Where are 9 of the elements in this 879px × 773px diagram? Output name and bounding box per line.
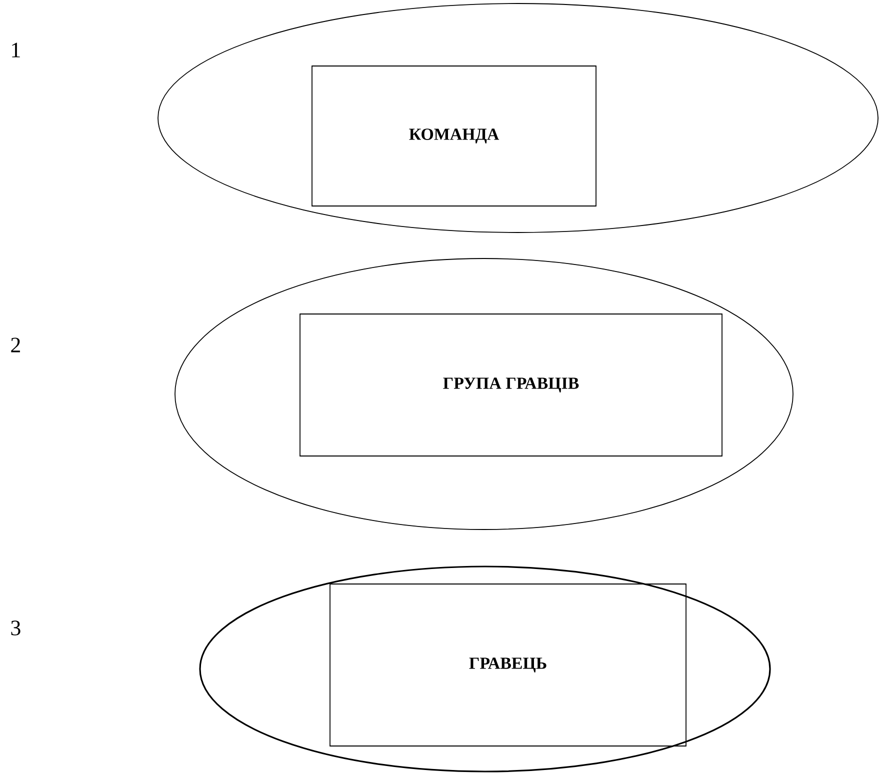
text-box: ГРУПА ГРАВЦІВ bbox=[300, 314, 722, 456]
ellipse-outline bbox=[174, 258, 794, 530]
level-number: 3 bbox=[11, 620, 20, 636]
level-number: 1 bbox=[12, 42, 20, 58]
ellipse-outline bbox=[199, 566, 771, 772]
text-box: ГРАВЕЦЬ bbox=[330, 584, 686, 746]
ellipse-outline bbox=[158, 3, 878, 233]
text-box: КОМАНДА bbox=[312, 66, 596, 206]
level-number: 2 bbox=[11, 338, 20, 352]
